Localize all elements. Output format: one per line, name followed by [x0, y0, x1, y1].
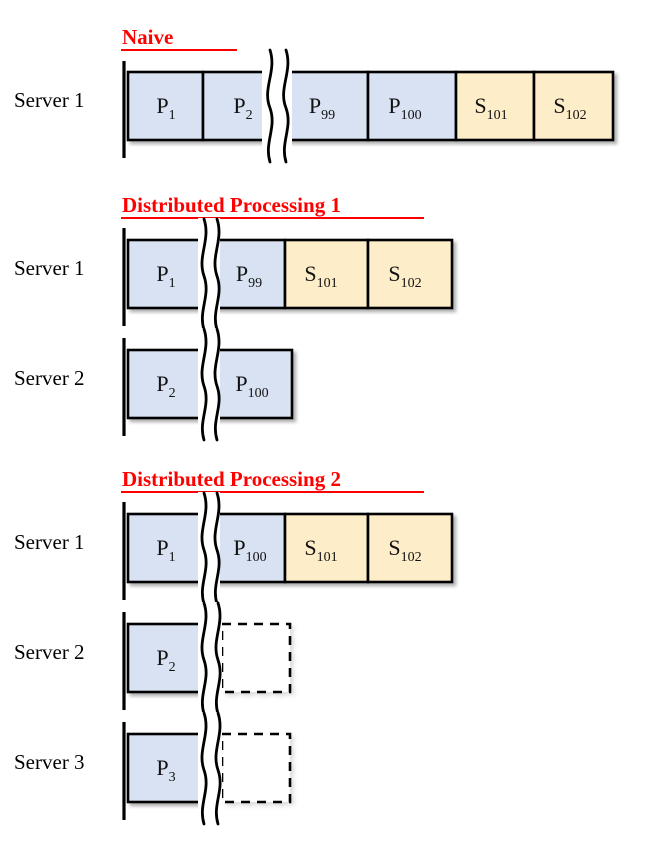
cell-box[interactable] [211, 512, 287, 584]
row-dp2-server-3: Server 3 P3 [14, 711, 292, 826]
cell-box[interactable] [126, 348, 206, 420]
cell-label: P100 [233, 535, 266, 565]
cell-labels: P1 P2 P99 P100 S101 S102 [156, 93, 586, 123]
cell-labels: P1 P100 S101 S102 [156, 535, 421, 565]
cell-group [126, 512, 454, 584]
section-title-naive: Naive [122, 25, 173, 49]
series-break-symbol [198, 327, 221, 442]
cell-label: P1 [156, 93, 175, 123]
cell-group [126, 732, 206, 804]
cell-label: P2 [156, 645, 175, 675]
section-distributed-processing-1: Distributed Processing 1 Server 1 [14, 193, 454, 442]
cell-box[interactable] [283, 512, 370, 584]
row-dp1-server-1: Server 1 P1 P99 S101 S102 [14, 217, 454, 332]
server-label: Server 1 [14, 256, 85, 280]
row-dp2-server-1: Server 1 P1 P100 S101 S102 [14, 491, 454, 606]
row-naive-server-1: Server 1 [14, 48, 615, 164]
cell-box[interactable] [211, 348, 294, 420]
cell-box[interactable] [211, 238, 287, 310]
empty-slot-group [220, 732, 292, 804]
cell-group [126, 238, 454, 310]
section-title-dp2: Distributed Processing 2 [122, 467, 341, 491]
cell-box[interactable] [286, 70, 370, 142]
cell-label: S102 [388, 535, 421, 565]
cell-group [126, 70, 615, 142]
cell-label: P3 [156, 755, 175, 785]
cell-label: S102 [388, 261, 421, 291]
cell-box[interactable] [126, 622, 206, 694]
series-break-symbol [198, 711, 222, 826]
cell-labels: P2 [156, 645, 175, 675]
server-label: Server 3 [14, 750, 85, 774]
series-break-symbol [198, 217, 221, 332]
section-naive: Naive Server 1 [14, 25, 615, 164]
cell-box[interactable] [366, 238, 454, 310]
cell-label: P100 [388, 93, 421, 123]
empty-slot-group [220, 622, 292, 694]
series-break-symbol [262, 48, 292, 164]
row-dp2-server-2: Server 2 P2 [14, 601, 292, 716]
server-label: Server 2 [14, 640, 85, 664]
cell-label: P100 [235, 371, 268, 401]
cell-box[interactable] [283, 238, 370, 310]
section-title-dp1: Distributed Processing 1 [122, 193, 341, 217]
cell-label: P1 [156, 261, 175, 291]
server-label: Server 2 [14, 366, 85, 390]
server-label: Server 1 [14, 530, 85, 554]
cell-label: P2 [156, 371, 175, 401]
server-label: Server 1 [14, 88, 85, 112]
series-break-symbol [198, 491, 221, 606]
series-break-symbol [198, 601, 222, 716]
cell-group [126, 348, 294, 420]
cell-labels: P1 P99 S101 S102 [156, 261, 421, 291]
cell-label: P99 [236, 261, 262, 291]
row-dp1-server-2: Server 2 P2 P100 [14, 327, 294, 442]
empty-cell-box[interactable] [220, 622, 292, 694]
cell-label: S101 [304, 261, 337, 291]
cell-label: S101 [474, 93, 507, 123]
cell-label: S101 [304, 535, 337, 565]
cell-box[interactable] [532, 70, 615, 142]
section-distributed-processing-2: Distributed Processing 2 Server 1 [14, 467, 454, 826]
cell-box[interactable] [126, 732, 206, 804]
cell-labels: P2 P100 [156, 371, 268, 401]
cell-box[interactable] [366, 70, 458, 142]
cell-labels: P3 [156, 755, 175, 785]
cell-label: P1 [156, 535, 175, 565]
empty-cell-box[interactable] [220, 732, 292, 804]
cell-label: S102 [553, 93, 586, 123]
cell-label: P2 [233, 93, 252, 123]
cell-label: P99 [309, 93, 335, 123]
cell-group [126, 622, 206, 694]
cell-box[interactable] [454, 70, 536, 142]
cell-box[interactable] [366, 512, 454, 584]
